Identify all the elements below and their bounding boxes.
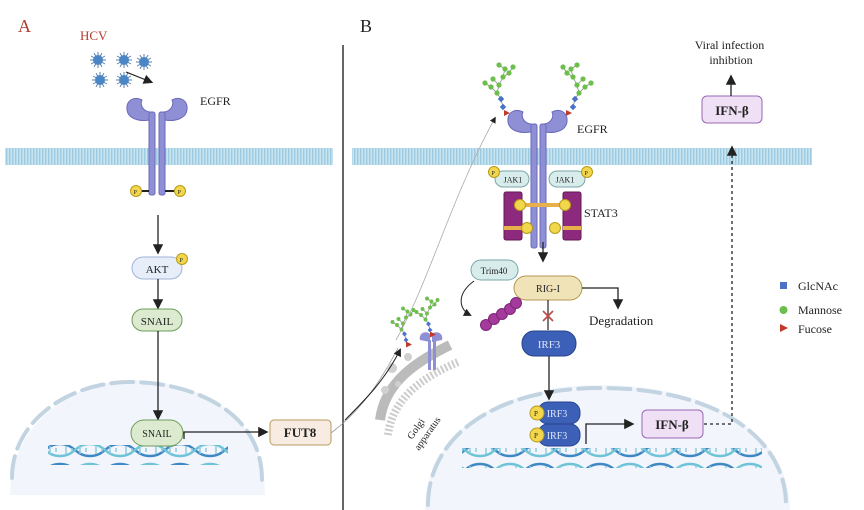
svg-text:P: P bbox=[585, 171, 589, 177]
golgi-label: Golgi apparatus bbox=[403, 408, 444, 453]
stat3-label: STAT3 bbox=[584, 206, 618, 220]
glycan-tree bbox=[482, 62, 516, 116]
degradation-label: Degradation bbox=[589, 313, 654, 328]
svg-text:Trim40: Trim40 bbox=[481, 266, 508, 276]
egfr-receptor-a bbox=[126, 97, 188, 196]
cell-membrane-a bbox=[5, 148, 333, 165]
svg-text:IFN-β: IFN-β bbox=[715, 103, 749, 118]
svg-text:IRF3: IRF3 bbox=[547, 409, 568, 420]
svg-text:GlcNAc: GlcNAc bbox=[798, 279, 838, 293]
ubiquitin-chain bbox=[480, 297, 522, 331]
svg-text:P: P bbox=[180, 258, 184, 264]
svg-text:SNAIL: SNAIL bbox=[142, 429, 171, 440]
panel-letter-b: B bbox=[360, 16, 372, 36]
ifnb-node-secreted: IFN-β bbox=[701, 95, 763, 124]
virus-entry-arrow bbox=[125, 71, 154, 84]
golgi-to-membrane-arrow bbox=[395, 116, 496, 341]
phospho-egfr-right: P bbox=[165, 185, 186, 197]
hcv-virus-particles bbox=[90, 52, 152, 88]
nucleus-b bbox=[425, 385, 790, 510]
snail-node-cytoplasm: SNAIL bbox=[131, 308, 183, 332]
golgi-glycan-arrow bbox=[344, 348, 401, 421]
akt-node: AKT P bbox=[131, 253, 188, 280]
svg-text:SNAIL: SNAIL bbox=[141, 316, 174, 328]
glycan-chains bbox=[390, 62, 594, 348]
legend-item-mannose: Mannose bbox=[779, 303, 842, 317]
stat3-dimer bbox=[503, 191, 582, 241]
svg-text:IRF3: IRF3 bbox=[547, 431, 568, 442]
dna-b bbox=[462, 448, 762, 468]
legend-item-fucose: Fucose bbox=[780, 322, 832, 336]
snail-node-nucleus: SNAIL bbox=[130, 419, 184, 447]
svg-text:P: P bbox=[134, 190, 138, 196]
svg-text:JAK1: JAK1 bbox=[504, 176, 523, 185]
glycan-tree bbox=[414, 296, 440, 338]
panel-letter-a: A bbox=[18, 16, 31, 36]
golgi-apparatus bbox=[375, 340, 460, 436]
virus-label: HCV bbox=[80, 28, 108, 43]
virus-particle bbox=[116, 72, 132, 88]
svg-text:Mannose: Mannose bbox=[798, 303, 842, 317]
jak1-right: JAK1 P bbox=[548, 166, 593, 188]
svg-text:AKT: AKT bbox=[146, 264, 169, 276]
dna-a bbox=[48, 445, 228, 465]
virus-particle bbox=[90, 52, 106, 68]
svg-text:FUT8: FUT8 bbox=[284, 425, 317, 440]
svg-text:P: P bbox=[534, 410, 538, 418]
virus-particle bbox=[136, 54, 152, 70]
svg-text:P: P bbox=[178, 190, 182, 196]
trim40-ubiquitination-arrow bbox=[460, 280, 475, 316]
rigi-node: RIG-I bbox=[513, 275, 583, 301]
outcome-label: Viral infection inhibtion bbox=[695, 38, 768, 67]
svg-text:RIG-I: RIG-I bbox=[536, 284, 560, 295]
nuclear-envelope-a bbox=[10, 379, 264, 482]
svg-text:Fucose: Fucose bbox=[798, 322, 832, 336]
phospho-egfr-left: P bbox=[130, 185, 149, 197]
glycan-tree bbox=[390, 306, 416, 348]
arrow-irf3-to-ifnb bbox=[585, 418, 635, 444]
inhibition-cross-icon bbox=[542, 310, 554, 322]
glycan-legend: GlcNAc Mannose Fucose bbox=[779, 279, 842, 336]
virus-particle bbox=[116, 52, 132, 68]
irf3-dimer: IRF3 IRF3 P P bbox=[529, 401, 581, 447]
ifnb-secretion-dotted-arrow bbox=[704, 145, 738, 425]
trim40-node: Trim40 bbox=[470, 259, 519, 281]
svg-text:P: P bbox=[534, 432, 538, 440]
arrow-snail-to-fut8 bbox=[183, 426, 269, 439]
svg-text:P: P bbox=[492, 171, 496, 177]
svg-text:IFN-β: IFN-β bbox=[655, 417, 689, 432]
jak1-left: JAK1 P bbox=[488, 166, 530, 188]
egfr-label-b: EGFR bbox=[577, 122, 608, 136]
glycan-tree bbox=[560, 62, 594, 116]
ifnb-node-nuclear: IFN-β bbox=[641, 409, 704, 439]
irf3-node: IRF3 bbox=[521, 330, 577, 357]
svg-text:JAK1: JAK1 bbox=[556, 176, 575, 185]
arrow-rigi-to-degradation bbox=[582, 287, 624, 310]
fut8-node: FUT8 bbox=[269, 419, 332, 446]
nuclear-envelope-b bbox=[426, 385, 788, 507]
legend-item-glcnac: GlcNAc bbox=[780, 279, 838, 293]
egfr-label-a: EGFR bbox=[200, 94, 231, 108]
svg-text:IRF3: IRF3 bbox=[538, 339, 561, 351]
virus-particle bbox=[92, 72, 108, 88]
cell-membrane-b bbox=[352, 148, 812, 165]
